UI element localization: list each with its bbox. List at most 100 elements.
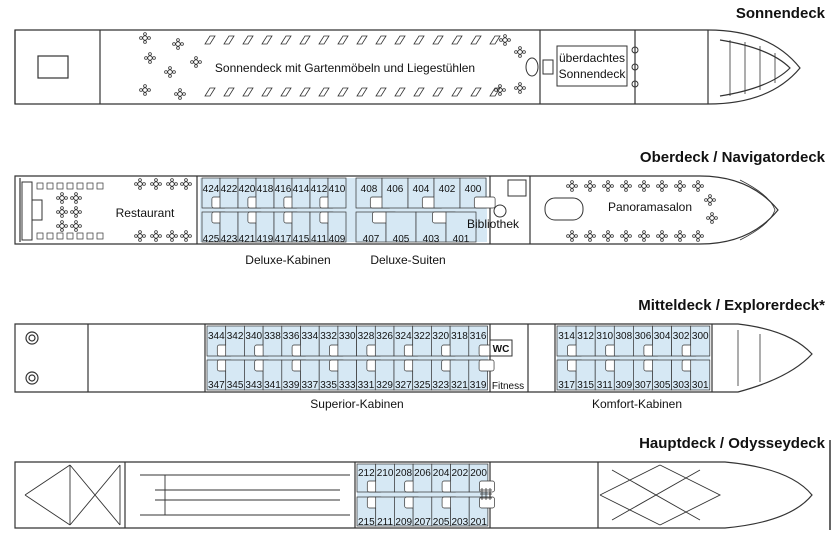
cabin-bathroom [473,196,496,209]
cabin-number: 416 [275,184,292,195]
cabin: 201 [468,496,495,528]
lounger-icon [261,87,273,97]
cabin-number: 411 [311,234,327,245]
fitness-label: Fitness [492,381,524,392]
cabin-number: 342 [227,331,244,342]
cabin-number: 304 [654,331,671,342]
cabin-number: 320 [432,331,449,342]
cabin-outline [385,211,417,243]
seat-icon [96,182,104,190]
lounger-icon [261,35,273,45]
table-icon [638,230,650,242]
lounger-icon [299,87,311,97]
lounger-icon [375,35,387,45]
cabin: 342 [225,325,245,357]
cabin: 211 [375,496,395,528]
wc-box: WC [489,339,513,357]
cabin-outline [445,211,477,243]
cabin: 200 [468,463,495,493]
superior-kabinen-label: Superior-Kabinen [310,397,403,411]
cabin: 322 [412,325,432,357]
cabin: 210 [375,463,395,493]
lounger-icon [432,87,444,97]
cabin-number: 315 [577,380,594,391]
covered-label-line2: Sonnendeck [559,67,627,81]
cabin-number: 210 [377,468,394,479]
cabin-number: 420 [239,184,256,195]
cabin-bathroom [479,480,495,493]
cabin-number: 207 [414,517,431,528]
cabin-number: 319 [470,380,487,391]
cabin-number: 345 [227,380,244,391]
cabin-number: 307 [635,380,652,391]
cabin-number: 215 [358,517,375,528]
cabin: 314 [556,325,584,357]
seat-icon [66,182,74,190]
lounger-icon [470,35,482,45]
cabin: 400 [459,177,496,209]
cabin: 333 [337,359,357,391]
table-icon [514,82,526,94]
cabin-number: 310 [596,331,613,342]
table-icon [180,230,192,242]
table-icon [674,230,686,242]
cabin-number: 318 [451,331,468,342]
cabin-number: 405 [393,234,410,245]
seat-icon [76,182,84,190]
cabin-number: 331 [358,380,375,391]
lounger-icon [375,87,387,97]
cabin-number: 202 [452,468,469,479]
lounger-icon [280,87,292,97]
cabin: 212 [356,463,383,493]
cabin-outline [690,359,711,391]
sonnendeck-hull [14,29,801,105]
covered-label-line1: überdachtes [559,51,625,65]
lounger-icon [451,87,463,97]
cabin-number: 321 [451,380,468,391]
table-icon [566,230,578,242]
cabin: 332 [318,325,345,357]
seat-icon [46,232,54,240]
table-icon [692,180,704,192]
seat-icon [66,232,74,240]
table-icon [620,230,632,242]
cabin-number: 339 [283,380,300,391]
cabin-number: 308 [616,331,633,342]
deluxe-kabinen-label: Deluxe-Kabinen [245,253,330,267]
cabin-number: 302 [673,331,690,342]
lounger-icon [413,35,425,45]
cabin-number: 332 [320,331,337,342]
table-icon [602,180,614,192]
table-icon [150,178,162,190]
deck-title-sonnendeck: Sonnendeck [735,5,825,22]
table-icon [172,38,184,50]
cabin: 215 [356,496,383,528]
lounger-icon [242,35,254,45]
cabin-number: 306 [635,331,652,342]
cabin-number: 410 [329,184,346,195]
cabin-number: 412 [311,184,328,195]
lounger-icon [318,87,330,97]
seat-icon [86,232,94,240]
lounger-icon [223,35,235,45]
lounger-icon [337,35,349,45]
cabin: 300 [690,325,711,357]
cabin: 330 [337,325,357,357]
cabin: 304 [652,325,672,357]
cabin: 326 [374,325,395,357]
cabin-number: 305 [654,380,671,391]
table-icon [166,230,178,242]
cabin: 415 [291,211,311,245]
oberdeck-tables [36,178,718,242]
cabin: 308 [613,325,634,357]
cabin: 422 [219,177,239,209]
sonnendeck-stair [525,46,639,88]
oberdeck-hull [14,175,779,245]
panoramasalon-label: Panoramasalon [608,200,692,214]
seat-icon [96,232,104,240]
cabin: 409 [327,211,347,245]
lounger-icon [223,87,235,97]
